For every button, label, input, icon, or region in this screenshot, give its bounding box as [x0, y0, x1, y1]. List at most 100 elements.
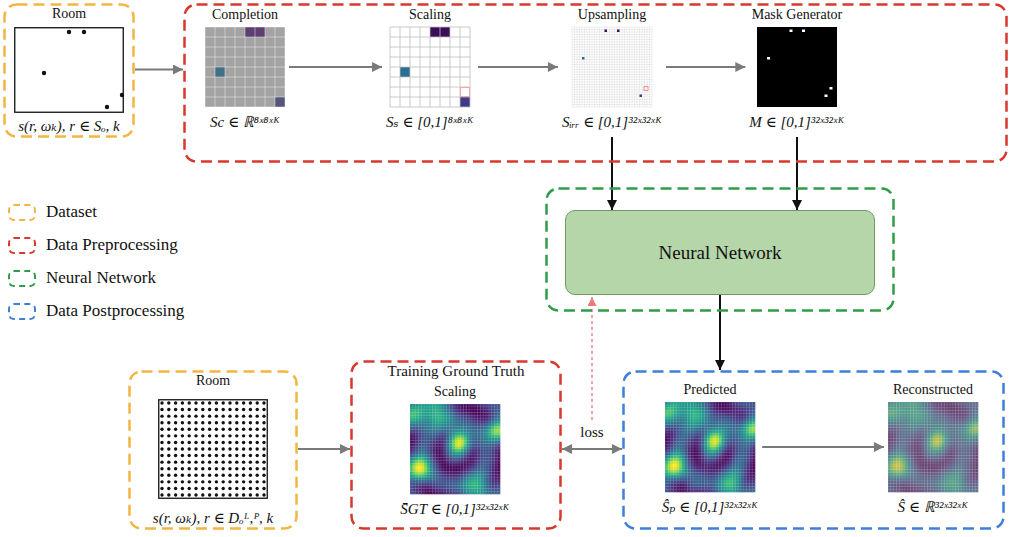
sensor-dot — [235, 460, 238, 463]
sensor-dot — [256, 467, 259, 470]
sensor-dot — [228, 408, 231, 411]
sensor-dot — [105, 104, 109, 108]
sensor-dot — [82, 29, 86, 33]
grid-line — [572, 52, 652, 53]
sensor-dot — [222, 460, 225, 463]
sensor-dot — [215, 474, 218, 477]
sensor-dot — [249, 414, 252, 417]
sensor-dot — [249, 434, 252, 437]
sensor-dot — [174, 467, 177, 470]
sensor-dot — [160, 401, 163, 404]
network-panel: Neural Network — [545, 187, 895, 312]
sensor-dot — [249, 493, 252, 496]
flow-arrow — [762, 446, 884, 448]
sensor-dot — [262, 493, 265, 496]
sensor-dot — [188, 421, 191, 424]
stage-title: Predicted — [684, 382, 737, 398]
sensor-dot — [181, 414, 184, 417]
sensor-dot — [167, 447, 170, 450]
grid-line — [572, 79, 652, 80]
sensor-dot — [208, 441, 211, 444]
flow-arrow — [478, 66, 558, 68]
grid-line — [572, 49, 652, 50]
sensor-dot — [228, 480, 231, 483]
dataset-panel: Rooms(r, ωₖ), r ∈ Dₒᴸ,ᴾ, k — [128, 370, 298, 530]
sensor-dot — [235, 428, 238, 431]
sensor-dot — [167, 434, 170, 437]
sensor-dot — [262, 434, 265, 437]
sensor-dot — [242, 414, 245, 417]
sensor-dot — [181, 454, 184, 457]
dashed-border — [624, 372, 1004, 529]
flow-arrow — [796, 137, 798, 210]
sensor-dot — [188, 441, 191, 444]
sensor-dot — [194, 460, 197, 463]
grid-line — [572, 54, 652, 55]
sensor-dot — [160, 460, 163, 463]
stage-image — [14, 27, 124, 113]
stage-image — [390, 27, 470, 107]
sensor-dot — [188, 460, 191, 463]
sensor-dot — [167, 493, 170, 496]
grid-cell — [604, 30, 607, 33]
sensor-dot — [194, 428, 197, 431]
sensor-dot — [249, 480, 252, 483]
sensor-dot — [256, 447, 259, 450]
sensor-dot — [174, 493, 177, 496]
sensor-dot — [215, 401, 218, 404]
sensor-dot — [235, 454, 238, 457]
grid-line — [410, 474, 500, 475]
preprocessing-panel: CompletionSc ∈ ℝ⁸ˣ⁸ˣᴷScalingSₛ ∈ [0,1]⁸ˣ… — [183, 3, 1008, 163]
sensor-dot — [167, 421, 170, 424]
sensor-dot — [160, 441, 163, 444]
sensor-dot — [181, 460, 184, 463]
sensor-dot — [167, 428, 170, 431]
sensor-dot — [215, 454, 218, 457]
stage-image — [158, 399, 268, 499]
stage-image — [665, 402, 755, 492]
sensor-dot — [188, 414, 191, 417]
grid-line — [390, 47, 470, 48]
sensor-dot — [181, 421, 184, 424]
math-label: s(r, ωₖ), r ∈ Dₒᴸ,ᴾ, k — [153, 509, 273, 527]
dataset-panel: Rooms(r, ωₖ), r ∈ Sₒ, k — [3, 3, 135, 138]
stage-title: Scaling — [409, 7, 451, 23]
sensor-dot — [228, 401, 231, 404]
sensor-dot — [215, 441, 218, 444]
grid-line — [410, 479, 500, 480]
sensor-dot — [262, 487, 265, 490]
sensor-dot — [249, 401, 252, 404]
grid-line — [572, 72, 652, 73]
sensor-dot — [222, 441, 225, 444]
sensor-dot — [222, 487, 225, 490]
sensor-dot — [160, 414, 163, 417]
sensor-dot — [181, 480, 184, 483]
sensor-dot — [262, 480, 265, 483]
grid-line — [410, 404, 500, 405]
sensor-dot — [160, 454, 163, 457]
sensor-dot — [256, 428, 259, 431]
stage-title: Room — [52, 6, 86, 22]
grid-line — [572, 67, 652, 68]
sensor-dot — [215, 421, 218, 424]
flow-arrow — [289, 66, 382, 68]
grid-line — [410, 468, 500, 469]
sensor-dot — [160, 428, 163, 431]
grid-lines — [410, 404, 500, 494]
sensor-dot — [201, 487, 204, 490]
sensor-dot — [181, 493, 184, 496]
image-ground — [205, 27, 285, 107]
dashed-border — [185, 5, 1007, 162]
grid-line — [572, 37, 652, 38]
sensor-dot — [181, 408, 184, 411]
grid-line — [205, 107, 285, 108]
sensor-dot — [228, 428, 231, 431]
grid-line — [205, 97, 285, 98]
sensor-dot — [174, 441, 177, 444]
math-label: M ∈ [0,1]³²ˣ³²ˣᴷ — [749, 113, 844, 131]
sensor-dot — [242, 474, 245, 477]
grid-line — [410, 443, 500, 444]
sensor-dot — [160, 487, 163, 490]
sensor-dot — [256, 401, 259, 404]
sensor-dot — [256, 487, 259, 490]
